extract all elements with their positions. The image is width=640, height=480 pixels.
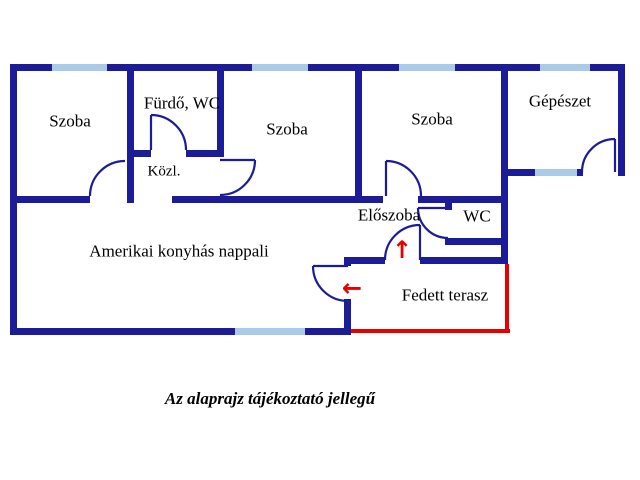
wall-segment-bottom xyxy=(10,328,351,335)
door-arc-szoba1 xyxy=(88,159,126,197)
wall-segment-furdo-szoba2 xyxy=(217,64,224,157)
window-nappali-bottom xyxy=(235,328,305,335)
door-arc-szoba2 xyxy=(219,158,257,197)
wall-segment-terasz-top-b xyxy=(420,257,508,264)
wall-segment-mid-b xyxy=(172,196,383,203)
doors xyxy=(88,113,617,303)
wall-segment-mid-a xyxy=(10,196,90,203)
door-arc-gepeszet xyxy=(580,137,617,173)
window-szoba3 xyxy=(399,64,455,71)
wall-segment-right-main xyxy=(501,64,508,264)
wall-segment-terasz-top-a xyxy=(351,257,385,264)
terrace-edge-bottom xyxy=(351,329,510,333)
room-label-furdo-wc: Fürdő, WC xyxy=(143,93,221,113)
wall-segment-wc-bottom xyxy=(445,238,508,245)
room-label-nappali: Amerikai konyhás nappali xyxy=(89,241,269,261)
entry-arrow-up-icon: ↑ xyxy=(391,236,413,264)
wall-segment-gepeszet-right xyxy=(618,64,625,176)
wall-segment-szoba1-furdo xyxy=(127,64,134,203)
window-szoba1 xyxy=(52,64,107,71)
disclaimer-caption: Az alaprajz tájékoztató jellegű xyxy=(164,389,376,408)
room-label-wc: WC xyxy=(463,206,491,226)
window-szoba2 xyxy=(252,64,308,71)
door-arc-wc xyxy=(416,206,449,240)
wall-segment-wc-left-stub xyxy=(445,196,452,210)
wall-segment-top xyxy=(10,64,625,71)
room-label-szoba-3: Szoba xyxy=(411,109,453,129)
windows xyxy=(52,64,590,335)
terrace-edge-right xyxy=(505,264,509,333)
window-gepeszet-bottom xyxy=(535,169,577,176)
walls xyxy=(10,64,625,335)
room-label-kozl: Közl. xyxy=(147,163,181,180)
door-arc-entry xyxy=(383,223,422,261)
room-label-gepeszet: Gépészet xyxy=(528,91,592,111)
wall-segment-furdo-bottom-a xyxy=(127,150,151,157)
wall-segment-furdo-bottom-b xyxy=(186,150,224,157)
room-label-szoba-1: Szoba xyxy=(49,111,91,131)
door-arc-furdo xyxy=(149,113,188,151)
room-label-eloszoba: Előszoba xyxy=(357,205,421,225)
wall-segment-terasz-left-b xyxy=(344,299,351,335)
wall-segment-szoba2-szoba3 xyxy=(355,64,362,203)
door-arc-nappali-terasz xyxy=(311,264,349,303)
wall-segment-mid-c xyxy=(418,196,508,203)
window-gepeszet-top xyxy=(540,64,590,71)
door-arc-szoba3 xyxy=(384,159,423,197)
room-label-szoba-2: Szoba xyxy=(266,119,308,139)
room-label-terasz: Fedett terasz xyxy=(401,285,489,305)
entry-arrow-left-icon: ← xyxy=(341,274,363,302)
wall-segment-gepeszet-bottom-b xyxy=(577,169,583,176)
wall-segment-gepeszet-bottom-a xyxy=(501,169,535,176)
wall-segment-terasz-left-a xyxy=(344,257,351,266)
terrace-open-edges xyxy=(351,264,510,333)
